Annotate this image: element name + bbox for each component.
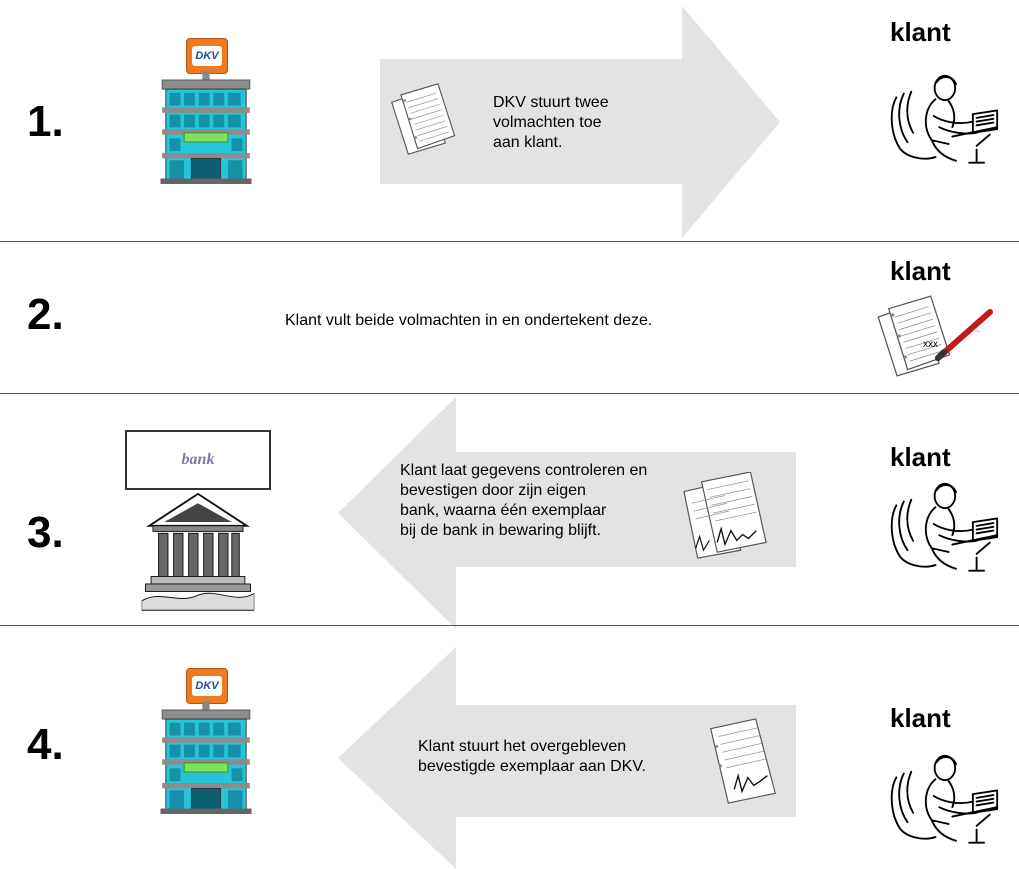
person-at-desk-icon — [880, 740, 1006, 852]
step-number: 1. — [27, 97, 64, 146]
arrow-text: Klant laat gegevens controleren en beves… — [400, 462, 648, 539]
dkv-logo-text: DKV — [195, 50, 219, 62]
step-number: 3. — [27, 508, 64, 557]
klant-label: klant — [890, 703, 951, 733]
pen-mark: xxx — [923, 339, 938, 350]
bank-sign: bank — [125, 430, 271, 490]
dkv-logo: DKV — [186, 38, 228, 74]
arrow-left — [338, 647, 796, 869]
signed-documents-icon — [682, 472, 770, 560]
klant-label: klant — [890, 442, 951, 472]
bank-sign-text: bank — [181, 451, 215, 468]
documents-icon — [388, 82, 462, 156]
step-number: 4. — [27, 720, 64, 769]
dkv-logo-text: DKV — [195, 680, 219, 692]
divider — [0, 393, 1019, 394]
arrow-text: Klant stuurt het overgebleven bevestigde… — [418, 738, 646, 775]
step-number: 2. — [27, 290, 64, 339]
divider — [0, 241, 1019, 242]
documents-with-pen-icon: xxx — [868, 294, 993, 378]
person-at-desk-icon — [880, 468, 1006, 580]
dkv-logo: DKV — [186, 668, 228, 704]
person-at-desk-icon — [880, 60, 1006, 172]
step-text: Klant vult beide volmachten in en ondert… — [285, 312, 653, 329]
dkv-building-icon: DKV — [157, 38, 255, 184]
signed-document-icon — [706, 717, 780, 805]
bank-building-icon: bank — [125, 430, 271, 615]
arrow-text: DKV stuurt twee volmachten toe aan klant… — [493, 94, 609, 151]
arrow-right — [380, 6, 780, 238]
divider — [0, 625, 1019, 626]
klant-label: klant — [890, 17, 951, 47]
arrow-left — [338, 397, 796, 629]
klant-label: klant — [890, 256, 951, 286]
dkv-building-icon: DKV — [157, 668, 255, 814]
